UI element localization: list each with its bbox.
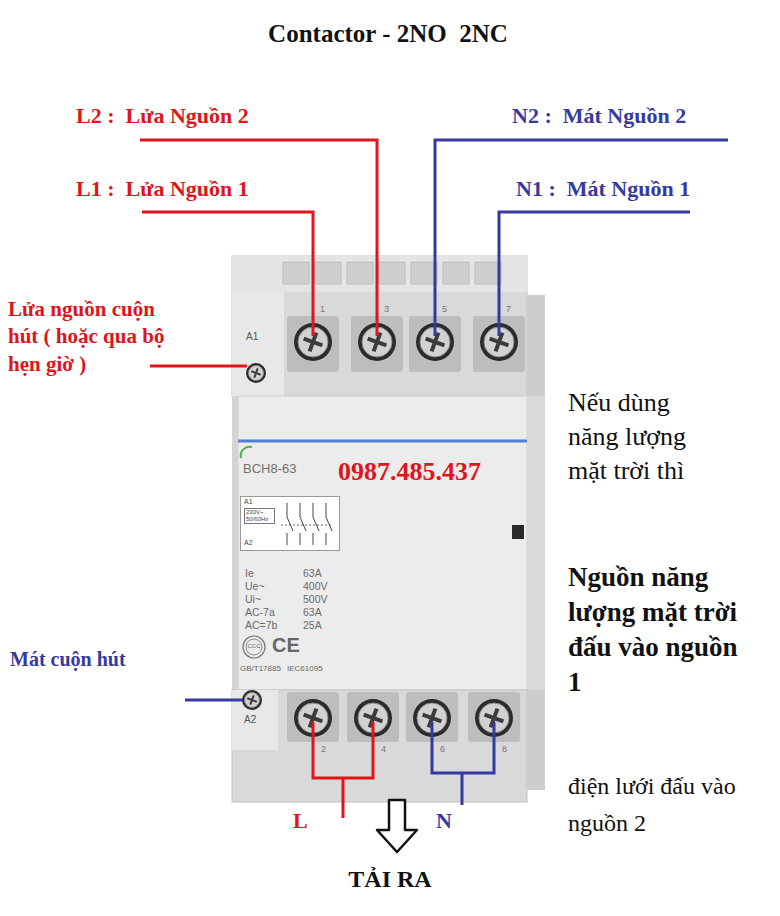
standard-code: GB/T17885	[240, 664, 281, 673]
spec-value: 400V	[303, 580, 328, 592]
load-live-label: L	[293, 808, 308, 833]
terminal-number: 6	[440, 744, 445, 754]
brand-logo	[241, 447, 252, 458]
coil-supply-label: Lửa nguồn cuộn hút ( hoặc qua bộ hẹn giờ…	[8, 296, 180, 378]
note-text: Nếu dùng năng lượng mặt trời thì	[568, 386, 713, 487]
terminal-number: 5	[442, 304, 447, 314]
housing-side	[527, 396, 545, 690]
housing-rib	[347, 262, 373, 284]
contactor-front-panel: BCH8-63A1 230V~ 50/60HzA2	[238, 396, 527, 690]
spec-value: 63A	[303, 567, 322, 579]
mechanical-link	[281, 525, 331, 526]
ccc-mark	[243, 636, 265, 658]
housing-rib	[475, 262, 501, 284]
wire-label: L1 : Lửa Nguồn 1	[76, 176, 249, 201]
housing-side	[527, 690, 545, 790]
coil-screw	[246, 363, 266, 383]
terminal-label: A2	[244, 714, 256, 726]
terminal-number: 7	[506, 304, 511, 314]
housing-edge	[232, 396, 238, 690]
coil-terminal: A2	[244, 539, 253, 547]
neutral-wire	[499, 212, 690, 336]
terminal-number: 4	[381, 744, 386, 754]
live-wire	[142, 212, 313, 336]
coil-screw	[242, 690, 262, 710]
contact-pole	[300, 503, 306, 545]
housing-side	[527, 295, 545, 396]
coil-rating: 230V~ 50/60Hz	[244, 508, 275, 524]
housing-rib	[315, 262, 341, 284]
model-name: BCH8-63	[243, 462, 296, 477]
load-neutral-wire	[432, 722, 494, 805]
housing-rib	[379, 262, 405, 284]
coil-neutral-label: Mát cuộn hút	[10, 648, 126, 671]
terminal-label: A1	[246, 331, 258, 343]
housing-rib	[411, 262, 437, 284]
terminal-number: 1	[320, 304, 325, 314]
spec-key: AC=7b	[245, 619, 277, 631]
coil-contact-schematic: A1 230V~ 50/60HzA2	[240, 496, 340, 551]
neutral-wire	[435, 140, 728, 336]
contact-symbols	[279, 501, 337, 547]
indicator-window	[512, 525, 524, 539]
blue-stripe	[238, 440, 527, 443]
contact-pole	[287, 503, 293, 545]
spec-value: 500V	[303, 593, 328, 605]
output-label: TẢI RA	[348, 866, 431, 894]
terminal-number: 8	[502, 744, 507, 754]
spec-key: Ie	[245, 567, 254, 579]
watermark: 0987.485.437	[338, 457, 481, 487]
standard-code: IEC61095	[287, 664, 323, 673]
load-neutral-label: N	[436, 808, 452, 833]
front-panel	[238, 396, 527, 690]
load-live-wire	[313, 722, 373, 818]
housing-rib	[283, 262, 309, 284]
coil-live-wire	[150, 365, 247, 368]
spec-key: Ui~	[245, 593, 261, 605]
terminal-number: 3	[384, 304, 389, 314]
diagram-title: Contactor - 2NO 2NC	[268, 20, 508, 49]
housing-top	[232, 256, 527, 396]
note-text: điện lưới đấu vào nguồn 2	[568, 768, 736, 842]
coil-neutral-wire	[185, 699, 243, 702]
housing-rib	[443, 262, 469, 284]
wire-label: N2 : Mát Nguồn 2	[512, 103, 686, 128]
housing-bottom	[232, 690, 527, 802]
terminal-number: 2	[321, 744, 326, 754]
contact-pole	[313, 503, 319, 545]
spec-key: AC-7a	[245, 606, 275, 618]
ccc-mark	[246, 639, 262, 655]
note-text: Nguồn năng lượng mặt trời đấu vào nguồn …	[568, 560, 750, 700]
housing-rib-strip	[232, 256, 527, 292]
wire-label: N1 : Mát Nguồn 1	[516, 176, 690, 201]
coil-terminal-block	[232, 292, 284, 396]
wire-label: L2 : Lửa Nguồn 2	[76, 103, 249, 128]
live-wire	[140, 140, 377, 336]
contact-pole	[326, 503, 332, 545]
coil-terminal: A1	[244, 498, 253, 506]
cert-mark: CCC	[248, 643, 261, 650]
spec-value: 25A	[303, 619, 322, 631]
spec-value: 63A	[303, 606, 322, 618]
output-arrow	[377, 800, 417, 852]
cert-mark: CE	[272, 634, 300, 657]
spec-key: Ue~	[245, 580, 265, 592]
